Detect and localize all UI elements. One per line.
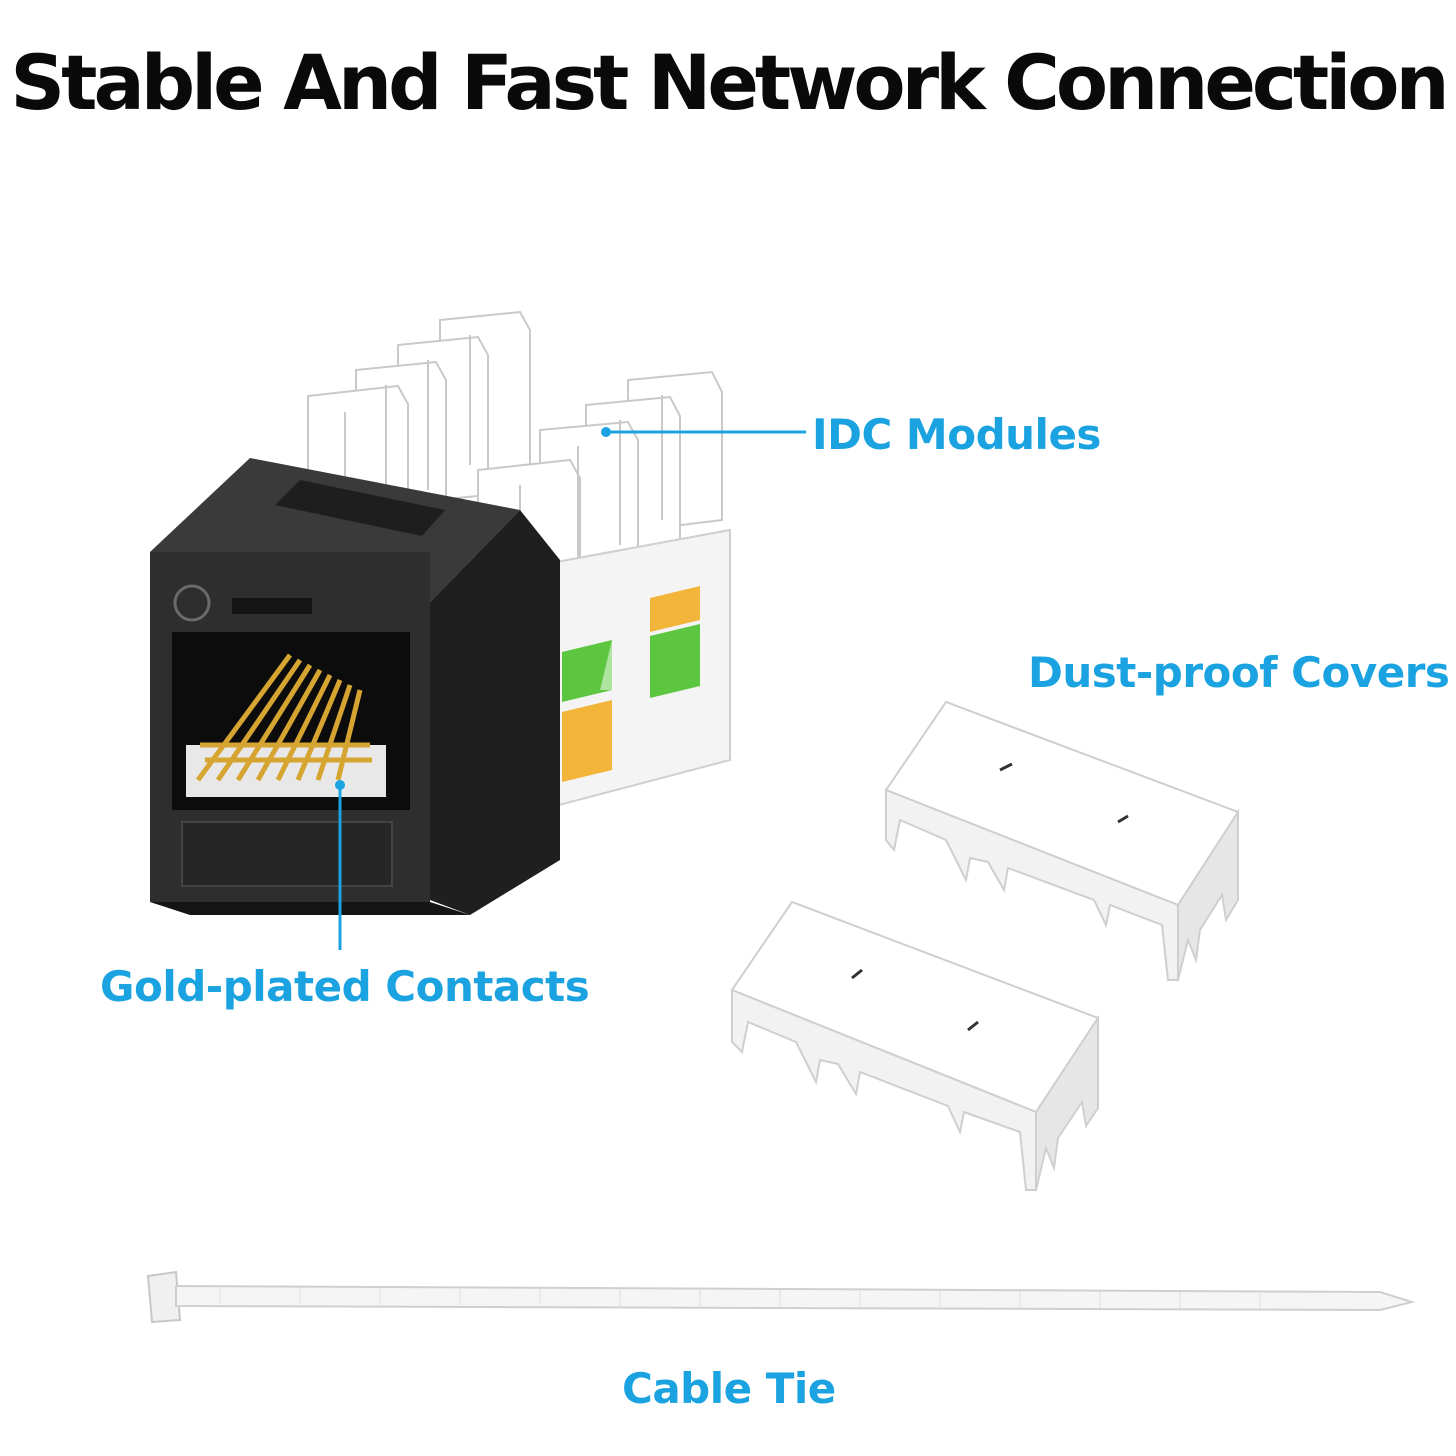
cable-tie [146,1270,1416,1324]
idc-side-housing [539,528,731,812]
gold-plated-contacts-label: Gold-plated Contacts [100,962,590,1011]
dust-proof-covers-label: Dust-proof Covers [1028,648,1450,697]
gold-callout-line [335,780,345,950]
gold-contacts [195,653,372,782]
dust-cover-2 [730,900,1100,1191]
rj45-port [172,632,410,810]
idc-modules-front [477,370,723,612]
page-title: Stable And Fast Network Connection [10,38,1449,127]
cable-tie-label: Cable Tie [622,1364,836,1413]
keystone-jack [150,310,731,915]
idc-callout-line [601,427,806,437]
jack-body-side [430,510,560,915]
dust-cover-1 [884,700,1240,981]
idc-modules-label: IDC Modules [812,410,1101,459]
